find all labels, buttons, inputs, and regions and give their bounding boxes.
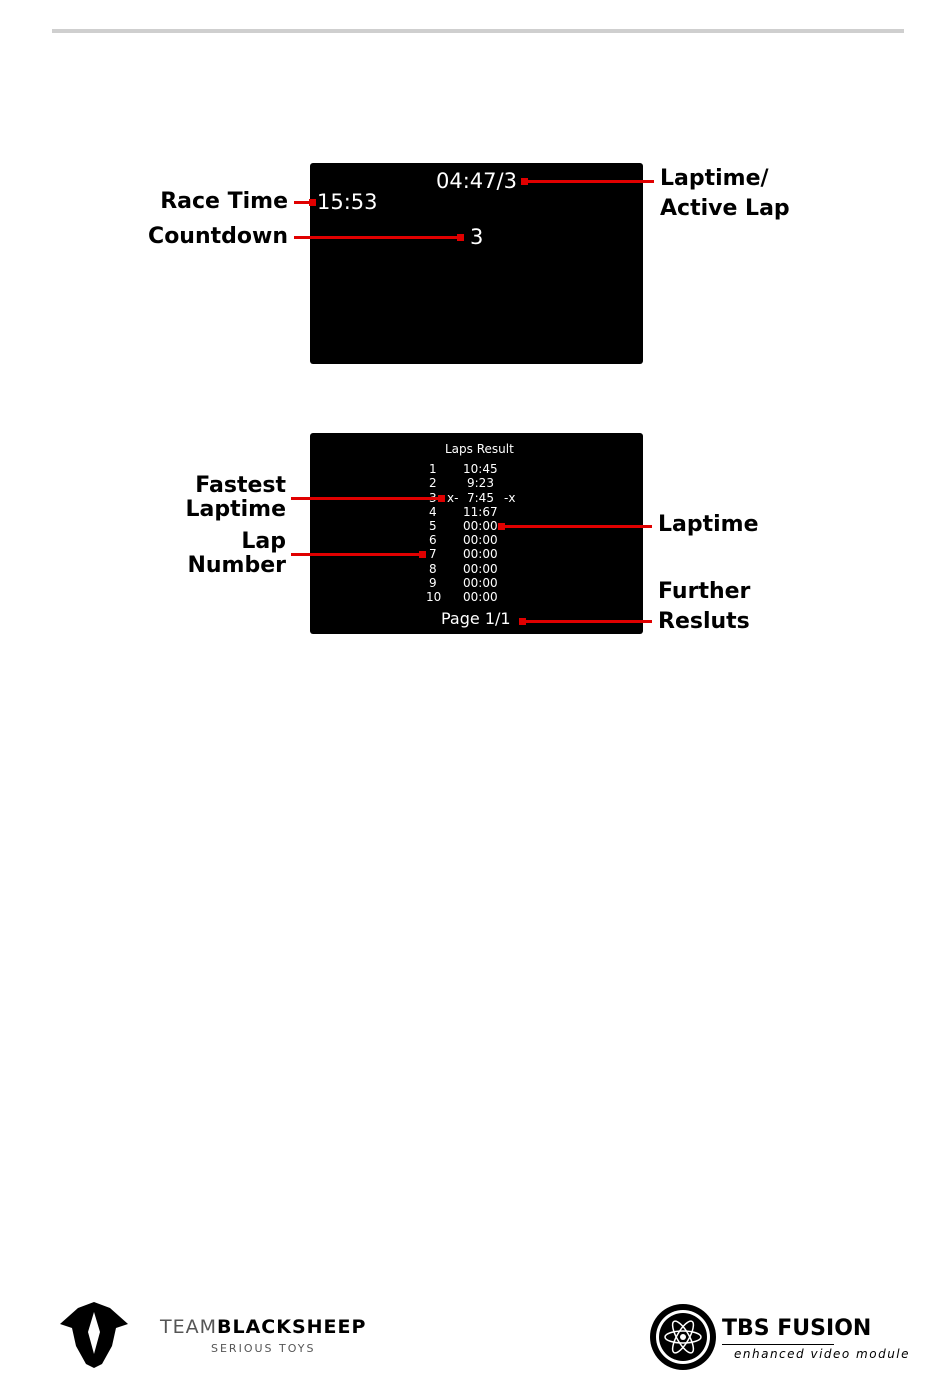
lap-number: 4 bbox=[429, 505, 437, 519]
lap-row: 9 00:00 bbox=[310, 576, 643, 590]
lap-number: 10 bbox=[426, 590, 441, 604]
team-blacksheep-wordmark: TEAMBLACKSHEEP bbox=[160, 1316, 366, 1338]
label-further-line2: Resluts bbox=[658, 610, 750, 634]
lap-time: 00:00 bbox=[463, 519, 498, 533]
lap-time: 11:67 bbox=[463, 505, 498, 519]
lap-number: 8 bbox=[429, 562, 437, 576]
tbs-fusion-title: TBS FUSION bbox=[722, 1316, 871, 1341]
lap-row: 8 00:00 bbox=[310, 562, 643, 576]
lap-number-line bbox=[291, 553, 423, 556]
lap-number: 7 bbox=[429, 547, 437, 561]
label-laptime-active-line2: Active Lap bbox=[660, 197, 790, 221]
lap-row: 1 10:45 bbox=[310, 462, 643, 476]
tbs-fusion-tagline: enhanced video module bbox=[734, 1347, 910, 1361]
further-results-line bbox=[522, 620, 652, 623]
countdown-value: 3 bbox=[470, 225, 483, 249]
laps-result-title: Laps Result bbox=[445, 442, 514, 456]
label-lap-number-line2: Number bbox=[120, 554, 286, 578]
label-race-time: Race Time bbox=[120, 189, 288, 214]
laptime-active-line bbox=[524, 180, 654, 183]
lap-number: 5 bbox=[429, 519, 437, 533]
sheep-head-icon bbox=[58, 1298, 130, 1370]
osd-screen-race: 04:47/3 15:53 3 bbox=[310, 163, 643, 364]
label-countdown: Countdown bbox=[100, 224, 288, 249]
race-time-value: 15:53 bbox=[317, 190, 378, 214]
laptime-line bbox=[502, 525, 652, 528]
fastest-prefix: x- bbox=[447, 491, 458, 505]
lap-row: 2 9:23 bbox=[310, 476, 643, 490]
lap-number: 1 bbox=[429, 462, 437, 476]
label-laptime: Laptime bbox=[658, 512, 759, 537]
label-laptime-active-line1: Laptime/ bbox=[660, 167, 790, 191]
fastest-laptime-dot bbox=[438, 495, 445, 502]
label-fastest-laptime: Fastest Laptime bbox=[120, 474, 286, 522]
lap-number: 9 bbox=[429, 576, 437, 590]
lap-time: 00:00 bbox=[463, 576, 498, 590]
osd-screen-laps-result: Laps Result 1 10:45 2 9:23 3 x- 7:45 -x … bbox=[310, 433, 643, 634]
atom-icon bbox=[649, 1303, 717, 1371]
lap-time: 7:45 bbox=[467, 491, 494, 505]
tbs-fusion-emblem bbox=[649, 1303, 717, 1375]
lap-time: 00:00 bbox=[463, 533, 498, 547]
countdown-dot bbox=[457, 234, 464, 241]
fastest-laptime-line bbox=[291, 497, 441, 500]
label-lap-number-line1: Lap bbox=[120, 530, 286, 554]
team-word: TEAM bbox=[160, 1316, 217, 1338]
fusion-underline bbox=[722, 1344, 834, 1345]
lap-time: 00:00 bbox=[463, 547, 498, 561]
label-further-results: Further Resluts bbox=[658, 580, 750, 634]
label-fastest-line2: Laptime bbox=[120, 498, 286, 522]
lap-row: 6 00:00 bbox=[310, 533, 643, 547]
laptime-active-value: 04:47/3 bbox=[436, 169, 517, 193]
label-laptime-active: Laptime/ Active Lap bbox=[660, 167, 790, 221]
lap-time: 10:45 bbox=[463, 462, 498, 476]
label-fastest-line1: Fastest bbox=[120, 474, 286, 498]
label-lap-number: Lap Number bbox=[120, 530, 286, 578]
lap-time: 00:00 bbox=[463, 590, 498, 604]
fastest-suffix: -x bbox=[504, 491, 515, 505]
lap-row: 4 11:67 bbox=[310, 505, 643, 519]
lap-number: 2 bbox=[429, 476, 437, 490]
page-indicator: Page 1/1 bbox=[441, 609, 511, 628]
team-blacksheep-logo bbox=[58, 1298, 130, 1374]
lap-time: 9:23 bbox=[467, 476, 494, 490]
race-time-dot bbox=[309, 199, 316, 206]
lap-number-dot bbox=[419, 551, 426, 558]
serious-toys-tagline: SERIOUS TOYS bbox=[211, 1342, 316, 1355]
lap-time: 00:00 bbox=[463, 562, 498, 576]
blacksheep-word: BLACKSHEEP bbox=[217, 1316, 366, 1338]
lap-row: 10 00:00 bbox=[310, 590, 643, 604]
lap-number: 6 bbox=[429, 533, 437, 547]
top-rule bbox=[52, 29, 904, 33]
countdown-line bbox=[294, 236, 462, 239]
label-further-line1: Further bbox=[658, 580, 750, 604]
